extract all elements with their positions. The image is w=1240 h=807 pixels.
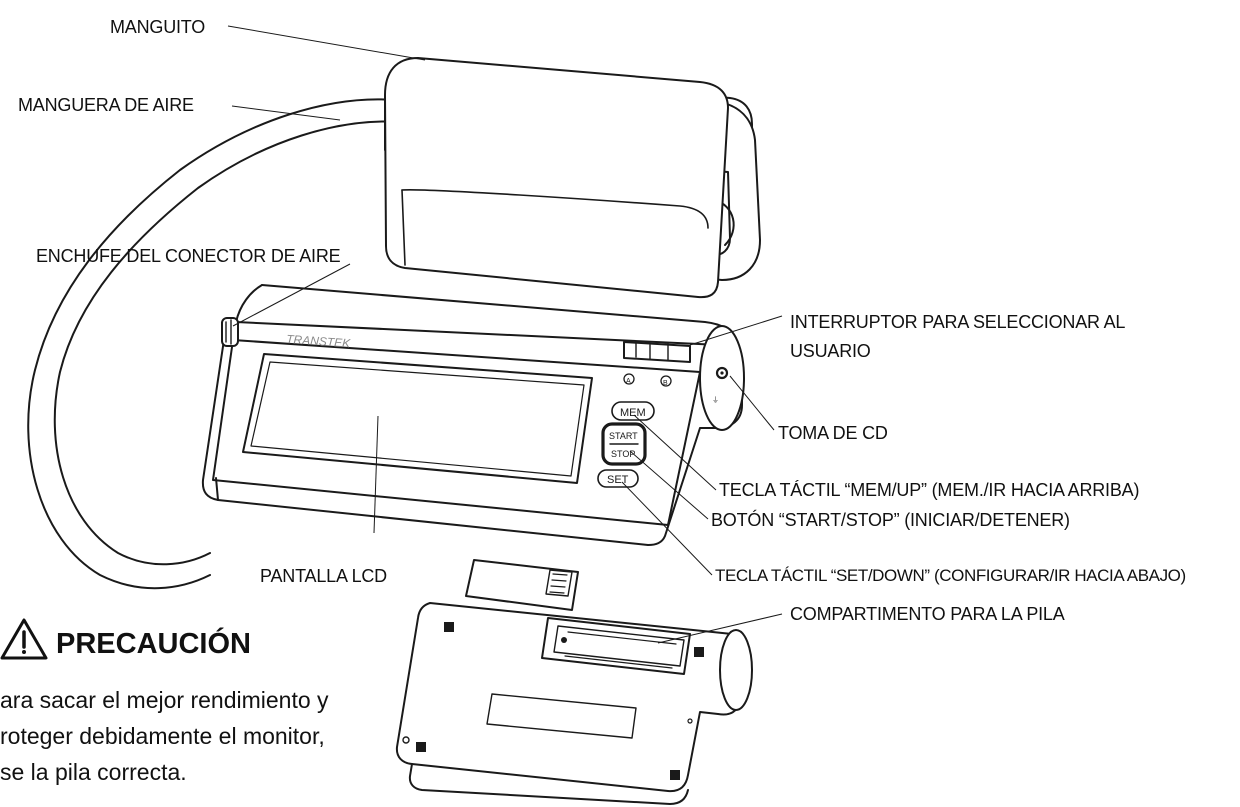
label-dc-jack: TOMA DE CD	[778, 423, 888, 443]
label-air-hose: MANGUERA DE AIRE	[18, 95, 194, 115]
svg-text:SET: SET	[607, 474, 629, 486]
lcd-screen	[242, 353, 593, 484]
callout-lines	[227, 25, 783, 644]
monitor-base	[395, 602, 753, 805]
caution-title: PRECAUCIÓN	[56, 628, 251, 660]
mem-button[interactable]: MEM	[611, 401, 655, 421]
label-battery: COMPARTIMENTO PARA LA PILA	[790, 604, 1065, 624]
brand-logo: TRANSTEK	[286, 332, 352, 351]
set-button[interactable]: SET	[597, 469, 639, 488]
warning-icon	[0, 618, 48, 660]
dc-symbol: ⏚	[712, 396, 719, 404]
svg-text:STOP: STOP	[611, 449, 635, 459]
monitor-body: TRANSTEK A B	[201, 284, 745, 546]
label-start-button: BOTÓN “START/STOP” (INICIAR/DETENER)	[711, 510, 1070, 530]
label-air-connector: ENCHUFE DEL CONECTOR DE AIRE	[36, 246, 341, 266]
svg-text:MEM: MEM	[620, 407, 646, 419]
caution-line-1: ara sacar el mejor rendimiento y	[0, 687, 329, 713]
start-stop-button[interactable]: START STOP	[601, 422, 647, 466]
air-connector-plug	[221, 317, 239, 347]
air-hose	[27, 98, 401, 590]
caution-line-3: se la pila correcta.	[0, 759, 187, 785]
label-lcd: PANTALLA LCD	[260, 566, 387, 586]
label-set-key: TECLA TÁCTIL “SET/DOWN” (CONFIGURAR/IR H…	[715, 566, 1186, 585]
caution-text: ara sacar el mejor rendimiento y roteger…	[0, 682, 380, 790]
user-a-mark: A	[626, 378, 631, 385]
label-cuff: MANGUITO	[110, 17, 206, 37]
user-b-mark: B	[663, 380, 668, 387]
cuff	[384, 57, 761, 299]
caution-line-2: roteger debidamente el monitor,	[0, 723, 325, 749]
battery-cover	[465, 559, 579, 611]
dc-jack-cap: ⏚	[699, 325, 745, 431]
user-selector-switch[interactable]: A B	[623, 341, 691, 387]
label-mem-key: TECLA TÁCTIL “MEM/UP” (MEM./IR HACIA ARR…	[719, 480, 1140, 500]
label-user-switch: INTERRUPTOR PARA SELECCIONAR AL USUARIO	[790, 312, 1125, 361]
svg-text:START: START	[609, 431, 638, 441]
